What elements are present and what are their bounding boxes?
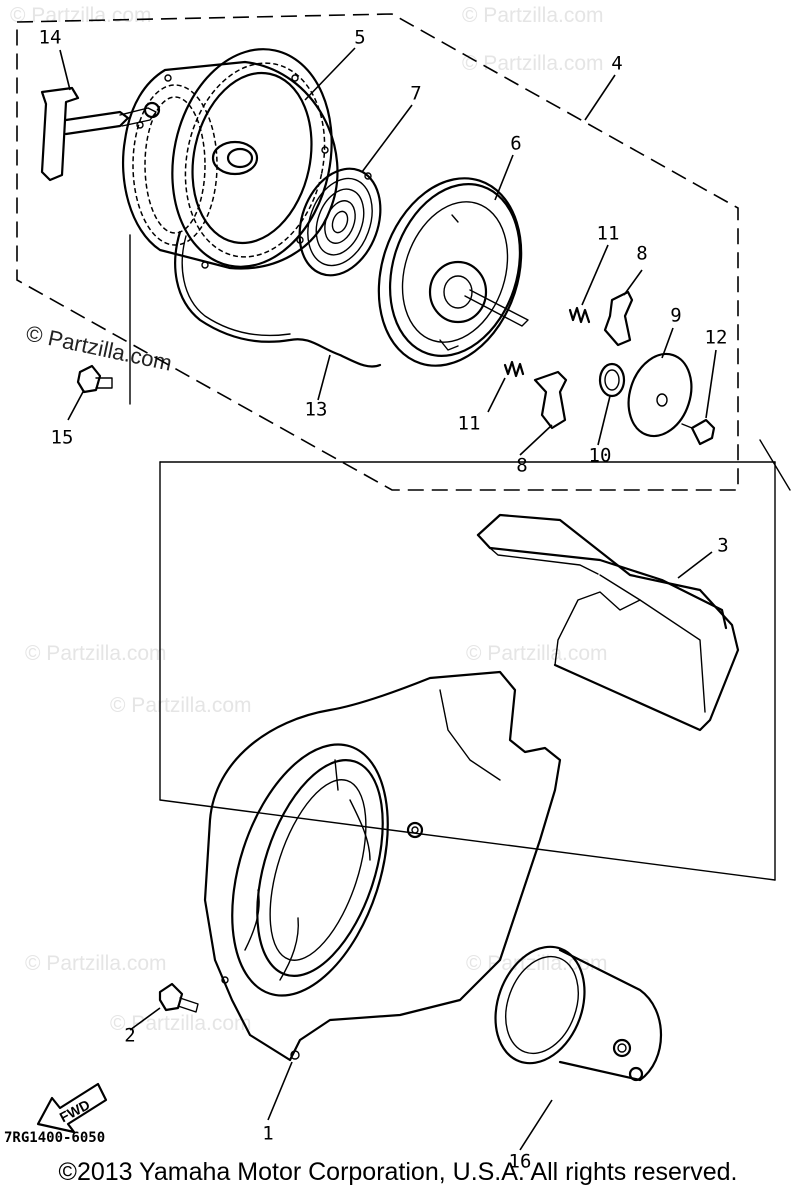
bolt-part-2	[158, 982, 199, 1013]
callout-4: 4	[611, 53, 622, 75]
callout-7: 7	[410, 83, 421, 105]
fwd-arrow-icon: FWD	[36, 1082, 108, 1134]
callout-12: 12	[705, 327, 728, 349]
bolt-part-15	[76, 364, 113, 394]
copyright-notice: ©2013 Yamaha Motor Corporation, U.S.A. A…	[58, 1158, 738, 1186]
callout-5: 5	[354, 27, 365, 49]
callout-labels: 14 5 7 4 6 11 8 9 12 11 8 10 13 15 3 2 1…	[39, 27, 729, 1173]
starter-case-part-5	[121, 48, 339, 270]
cover-plate-part-3	[476, 513, 740, 732]
watermark-text: © Partzilla.com	[25, 952, 167, 975]
watermark-text: © Partzilla.com	[10, 4, 152, 27]
callout-16: 16	[509, 1151, 532, 1173]
plate-part-9	[627, 352, 693, 438]
spring-part-11-lower	[503, 360, 525, 378]
pulley-part-6	[377, 177, 529, 367]
callout-3: 3	[717, 535, 728, 557]
starter-handle-part-14	[40, 86, 161, 182]
screw-part-12	[681, 418, 716, 446]
callout-2: 2	[124, 1025, 135, 1047]
callout-8-upper: 8	[636, 243, 647, 265]
callout-10: 10	[589, 445, 612, 467]
callout-6: 6	[510, 133, 521, 155]
fan-cover-part-1	[203, 670, 562, 1062]
cup-part-16	[494, 945, 662, 1082]
watermark-text: © Partzilla.com	[462, 52, 604, 75]
watermark-group: © Partzilla.com © Partzilla.com © Partzi…	[10, 4, 608, 1035]
callout-9: 9	[670, 305, 681, 327]
callout-8-lower: 8	[516, 455, 527, 477]
assembly-outline-4	[16, 13, 739, 491]
leader-lines	[59, 47, 717, 1151]
callout-14: 14	[39, 27, 62, 49]
watermark-text-dark: © Partzilla.com	[24, 320, 174, 375]
pawl-part-8-upper	[603, 290, 634, 347]
watermark-text: © Partzilla.com	[110, 694, 252, 717]
watermark-text: © Partzilla.com	[25, 642, 167, 665]
callout-11-upper: 11	[597, 223, 620, 245]
diagram-code: 7RG1400-6050	[4, 1130, 105, 1146]
watermark-text: © Partzilla.com	[462, 4, 604, 27]
starter-rope-part-13	[174, 230, 382, 368]
callout-15: 15	[51, 427, 74, 449]
callout-1: 1	[262, 1123, 273, 1145]
spring-part-11-upper	[568, 306, 591, 324]
reference-lines	[129, 234, 791, 881]
callout-13: 13	[305, 399, 328, 421]
washer-part-10	[598, 362, 626, 398]
callout-11-lower: 11	[458, 413, 481, 435]
spiral-spring-part-7	[298, 167, 382, 277]
pawl-part-8-lower	[533, 370, 568, 430]
watermark-text: © Partzilla.com	[466, 642, 608, 665]
